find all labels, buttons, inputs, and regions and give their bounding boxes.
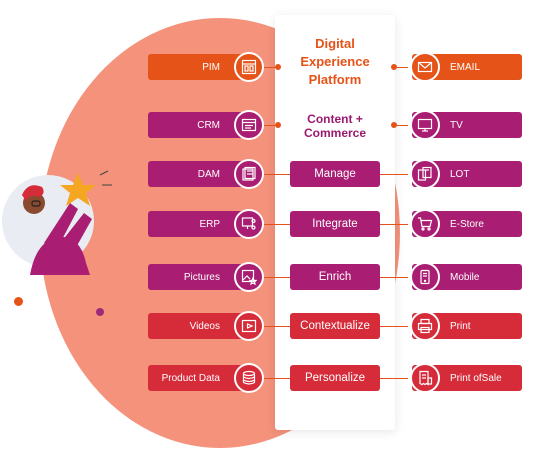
- connector-line: [262, 378, 290, 379]
- person-holding-star-illustration: [0, 163, 120, 283]
- devices-icon: [410, 159, 440, 189]
- content-commerce-heading: Content + Commerce: [275, 112, 395, 140]
- channel-label: Print: [450, 321, 471, 332]
- receipt-icon: [410, 363, 440, 393]
- channel-mobile[interactable]: Mobile: [412, 264, 522, 290]
- connector-line: [380, 174, 408, 175]
- connector-line: [380, 326, 408, 327]
- step-manage: Manage: [290, 161, 380, 187]
- connector-line: [262, 277, 290, 278]
- channel-print[interactable]: Print: [412, 313, 522, 339]
- connector-line: [380, 378, 408, 379]
- connector-dot: [275, 64, 281, 70]
- source-label: CRM: [197, 120, 220, 131]
- source-label: PIM: [202, 62, 220, 73]
- channel-email[interactable]: EMAIL: [412, 54, 522, 80]
- channel-label: TV: [450, 120, 463, 131]
- file-gallery-icon: [234, 159, 264, 189]
- step-contextualize: Contextualize: [290, 313, 380, 339]
- source-label: Pictures: [184, 272, 220, 283]
- connector-dot: [391, 64, 397, 70]
- channel-label: EMAIL: [450, 62, 480, 73]
- image-star-icon: [234, 262, 264, 292]
- channel-tv[interactable]: TV: [412, 112, 522, 138]
- channel-estore[interactable]: E-Store: [412, 211, 522, 237]
- source-pictures[interactable]: Pictures: [148, 264, 258, 290]
- content-commerce-line: Commerce: [275, 126, 395, 140]
- channel-lot[interactable]: LOT: [412, 161, 522, 187]
- cart-icon: [410, 209, 440, 239]
- platform-title: Digital Experience Platform: [275, 35, 395, 89]
- tv-icon: [410, 110, 440, 140]
- connector-dot: [391, 122, 397, 128]
- connector-line: [262, 174, 290, 175]
- printer-icon: [410, 311, 440, 341]
- connector-line: [262, 326, 290, 327]
- source-label: DAM: [198, 169, 220, 180]
- source-videos[interactable]: Videos: [148, 313, 258, 339]
- channel-label: Print ofSale: [450, 373, 502, 384]
- network-monitor-icon: [234, 209, 264, 239]
- database-icon: [234, 363, 264, 393]
- source-label: ERP: [199, 219, 220, 230]
- source-dam[interactable]: DAM: [148, 161, 258, 187]
- browser-icon: [234, 110, 264, 140]
- source-pim[interactable]: PIM: [148, 54, 258, 80]
- platform-title-line: Experience: [275, 53, 395, 71]
- channel-label: E-Store: [450, 219, 484, 230]
- source-crm[interactable]: CRM: [148, 112, 258, 138]
- content-commerce-line: Content +: [275, 112, 395, 126]
- step-integrate: Integrate: [290, 211, 380, 237]
- channel-print-of-sale[interactable]: Print ofSale: [412, 365, 522, 391]
- connector-line: [380, 224, 408, 225]
- channel-label: Mobile: [450, 272, 479, 283]
- source-product-data[interactable]: Product Data: [148, 365, 258, 391]
- platform-title-line: Platform: [275, 71, 395, 89]
- step-enrich: Enrich: [290, 264, 380, 290]
- step-personalize: Personalize: [290, 365, 380, 391]
- layout-icon: [234, 52, 264, 82]
- source-label: Product Data: [162, 373, 220, 384]
- connector-line: [380, 277, 408, 278]
- channel-label: LOT: [450, 169, 469, 180]
- source-erp[interactable]: ERP: [148, 211, 258, 237]
- connector-dot: [275, 122, 281, 128]
- mobile-icon: [410, 262, 440, 292]
- connector-line: [262, 224, 290, 225]
- source-label: Videos: [190, 321, 220, 332]
- video-play-icon: [234, 311, 264, 341]
- platform-title-line: Digital: [275, 35, 395, 53]
- decor-dot-orange: [14, 297, 23, 306]
- decor-dot-purple: [96, 308, 104, 316]
- envelope-icon: [410, 52, 440, 82]
